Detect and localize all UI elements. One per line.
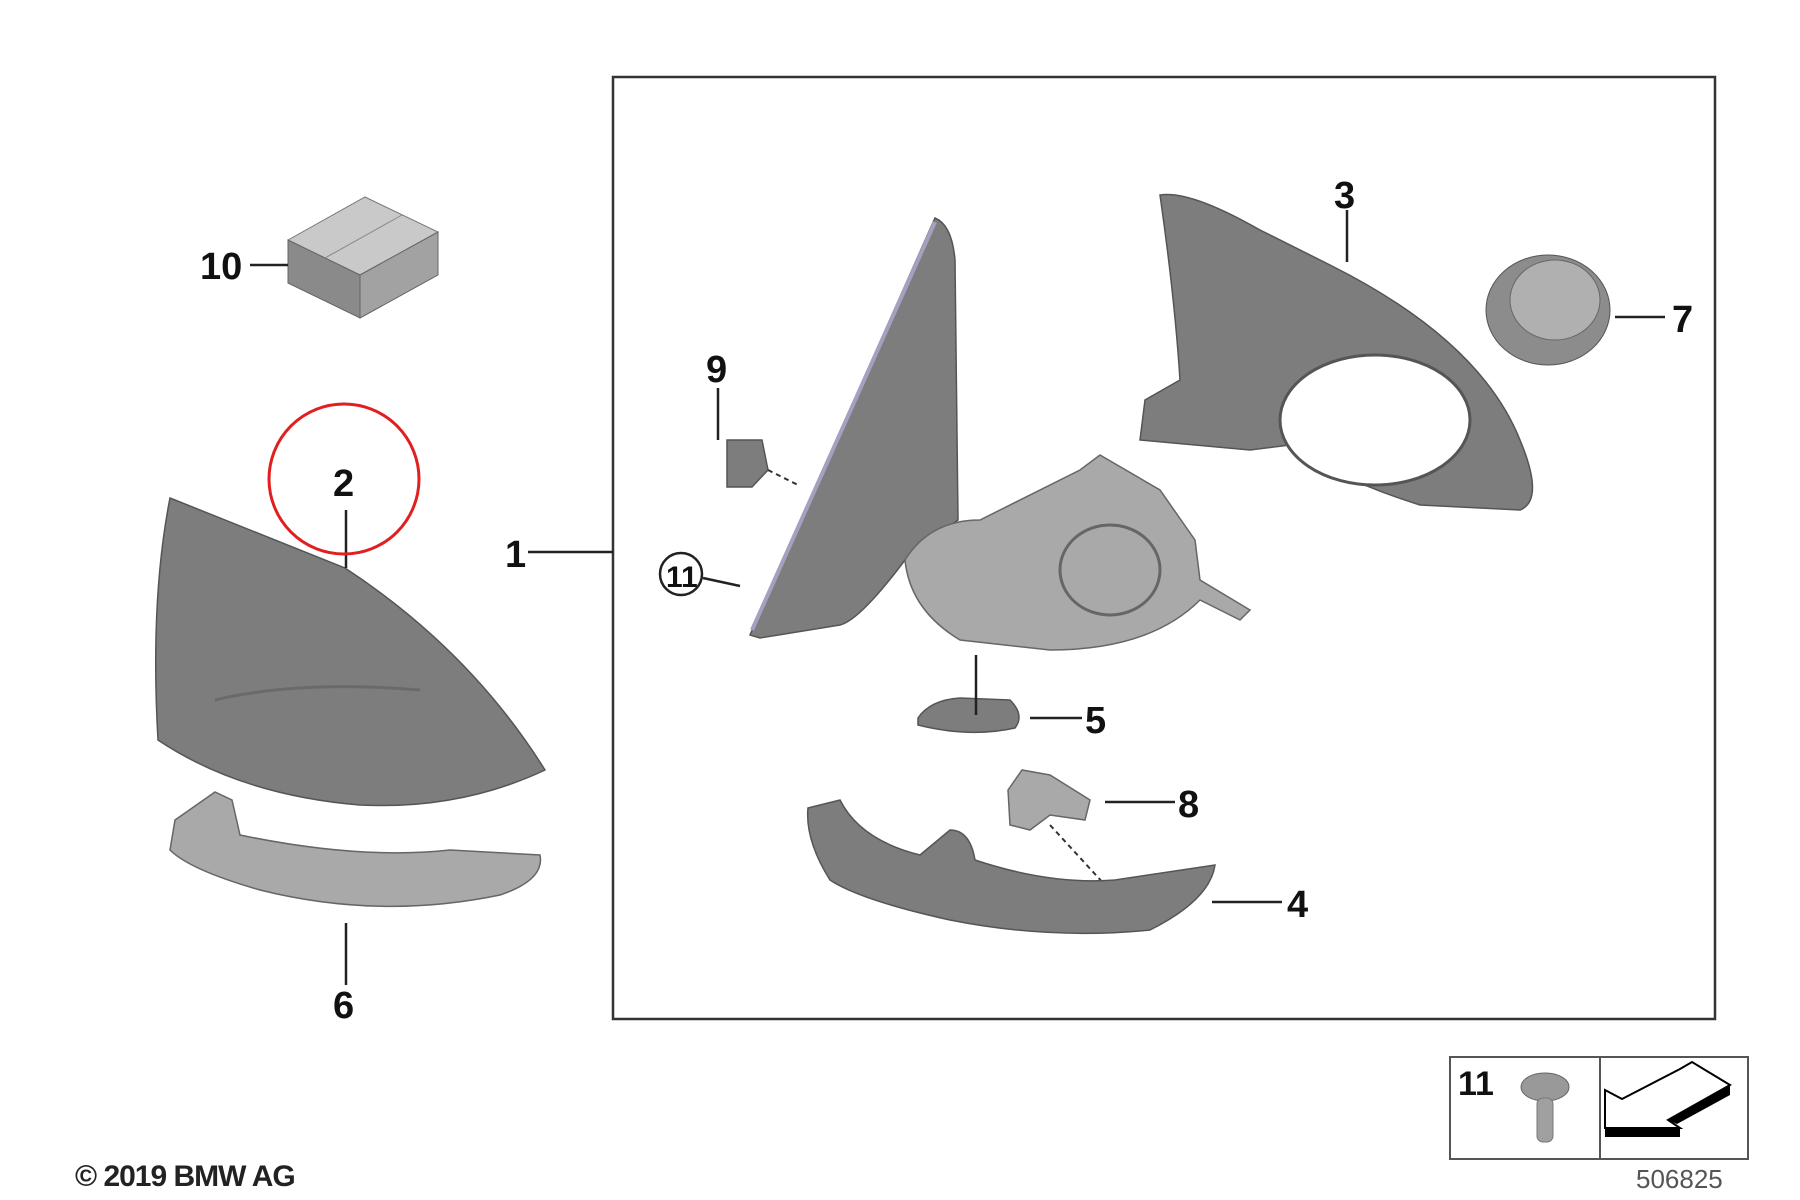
label-11-circle [658,551,704,597]
part-1-mirror-housing[interactable] [904,454,1252,651]
part-9-connector[interactable] [726,439,769,488]
part-4-lower-cover[interactable] [806,799,1216,935]
label-7[interactable]: 7 [1672,299,1693,341]
label-11[interactable]: 11 [666,561,698,594]
highlight-circle [267,402,421,556]
part-6-turn-signal[interactable] [169,791,542,908]
copyright: © 2019 BMW AG [75,1160,296,1193]
frame-opening [1278,353,1472,487]
label-9[interactable]: 9 [706,349,727,391]
label-3[interactable]: 3 [1334,175,1355,217]
base-edge [750,221,937,631]
label-4[interactable]: 4 [1287,884,1308,926]
diagram-number: 506825 [1636,1164,1723,1194]
label-2[interactable]: 2 [333,463,354,505]
screw-icon[interactable] [1520,1072,1570,1143]
leader-11 [702,576,741,588]
leader-8-dashed [1049,824,1106,886]
label-6[interactable]: 6 [333,985,354,1027]
arrow-icon [1604,1060,1732,1137]
part-8-bracket[interactable] [1007,769,1091,831]
cap-contour [214,685,421,702]
assembly-frame [611,75,1717,1021]
part-2-mirror-cap[interactable] [154,496,547,807]
part-5-cover[interactable] [917,697,1020,734]
legend-item-number: 11 [1458,1065,1494,1103]
housing-motor-ring [1058,523,1162,617]
label-5[interactable]: 5 [1085,700,1106,742]
part-10-box[interactable] [286,196,440,319]
label-10[interactable]: 10 [200,246,242,288]
label-1[interactable]: 1 [505,534,526,576]
leader-9-dashed [767,469,801,487]
label-8[interactable]: 8 [1178,784,1199,826]
part-7-adjust-motor[interactable] [1485,254,1611,366]
